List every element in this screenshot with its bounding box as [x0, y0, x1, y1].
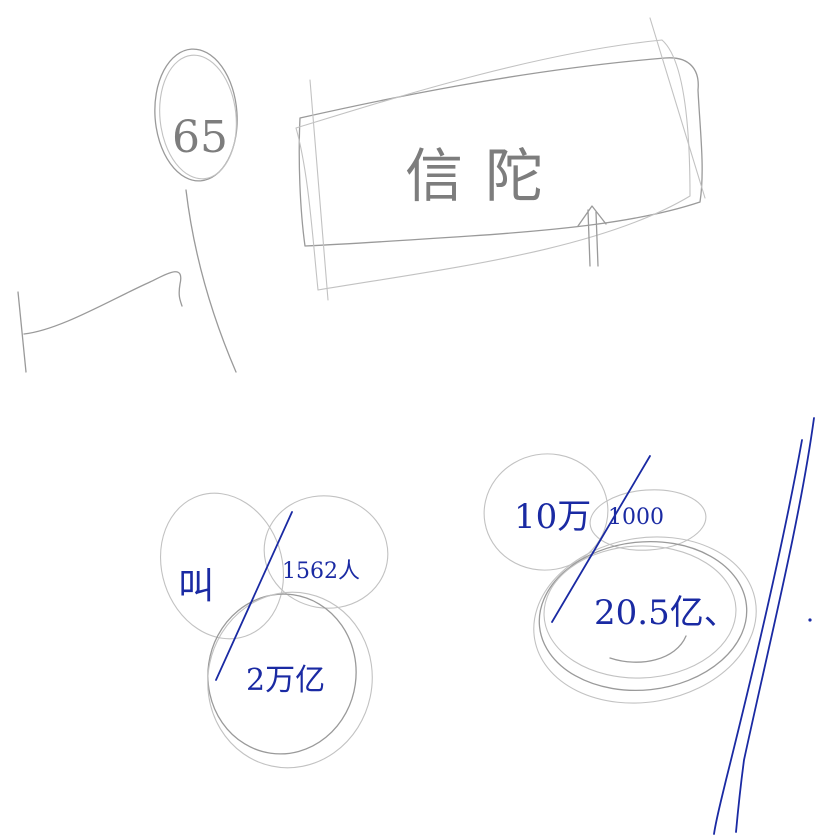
bottom-oval-retrace — [207, 591, 373, 769]
right-oval — [263, 495, 389, 609]
head-number-label: 65 — [172, 112, 228, 163]
figure-body-line — [185, 189, 237, 373]
bottom-left-cluster — [159, 492, 389, 769]
sketch-box — [295, 17, 706, 301]
bottom-oval-scribble — [609, 635, 687, 663]
box-left-stroke — [309, 79, 329, 301]
figure-head-oval — [154, 48, 238, 182]
bottom-oval-retrace-inner — [543, 545, 737, 679]
box-outline-retrace — [295, 39, 691, 291]
bottom-oval — [538, 540, 748, 692]
right-blue-line — [713, 417, 815, 835]
box-label: 信陀 — [405, 142, 565, 210]
bottom-right-right-label: 1000 — [608, 505, 664, 530]
right-blue-line-outer — [735, 417, 815, 833]
figure-arm-line — [23, 271, 183, 335]
divider-slash — [215, 511, 293, 681]
divider-slash — [551, 455, 651, 623]
box-outline — [298, 57, 703, 247]
bottom-left-left-label: 叫 — [178, 566, 214, 607]
bottom-right-bottom-label: 20.5亿、 — [594, 593, 738, 633]
up-arrow-icon — [577, 205, 607, 267]
box-right-stroke — [649, 17, 706, 199]
stick-figure — [17, 48, 238, 373]
pen-dot — [808, 618, 812, 622]
figure-hand-line — [17, 291, 27, 373]
right-oval — [589, 489, 707, 551]
figure-head-oval-retrace — [159, 54, 237, 180]
bottom-right-left-label: 10万 — [514, 497, 591, 537]
bottom-oval — [207, 593, 357, 755]
bottom-left-bottom-label: 2万亿 — [246, 663, 325, 698]
bottom-right-cluster — [483, 453, 757, 704]
bottom-oval-retrace — [533, 536, 757, 704]
right-blue-line-inner — [713, 439, 803, 835]
left-oval — [159, 492, 285, 640]
bottom-left-right-label: 1562人 — [282, 559, 360, 584]
